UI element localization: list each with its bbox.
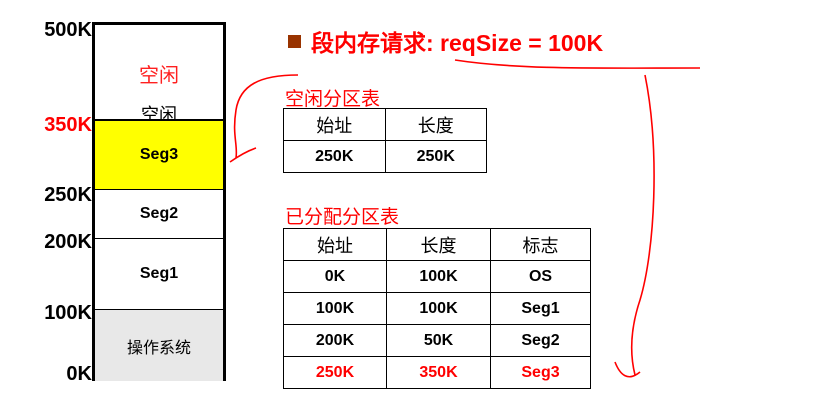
memory-diagram: 空闲 空闲 Seg3 Seg2 Seg1 操作系统	[92, 22, 226, 381]
cell: 100K	[283, 292, 387, 325]
cell: OS	[490, 260, 591, 293]
segment-os: 操作系统	[95, 309, 223, 381]
free-table-label: 空闲分区表	[285, 89, 381, 110]
annotation-stroke	[614, 74, 655, 378]
header-cell: 长度	[386, 228, 491, 261]
cell: Seg2	[490, 324, 591, 357]
cell: 250K	[384, 140, 487, 173]
header-cell: 始址	[283, 108, 386, 141]
segment-seg3: Seg3	[95, 119, 223, 189]
axis-label-100k: 100K	[44, 302, 92, 324]
cell: 250K	[283, 140, 386, 173]
cell: Seg3	[490, 356, 591, 389]
header-cell: 标志	[490, 228, 591, 261]
cell: 250K	[283, 356, 387, 389]
axis-label-0k: 0K	[66, 363, 92, 385]
axis-label-250k: 250K	[44, 184, 92, 206]
free-label-overlay: 空闲	[141, 105, 177, 119]
cell: 350K	[386, 356, 491, 389]
cell: 100K	[386, 260, 491, 293]
cell: Seg1	[490, 292, 591, 325]
free-label: 空闲	[139, 65, 179, 87]
axis-label-200k: 200K	[44, 231, 92, 253]
alloc-table-label: 已分配分区表	[285, 207, 400, 228]
axis-label-500k: 500K	[44, 19, 92, 41]
annotation-stroke	[454, 59, 701, 69]
page-title: 段内存请求: reqSize = 100K	[288, 24, 603, 58]
title-text: 段内存请求: reqSize = 100K	[311, 30, 604, 56]
segment-seg2: Seg2	[95, 189, 223, 238]
annotation-stroke	[229, 74, 299, 163]
bullet-icon	[288, 34, 301, 48]
segment-seg1: Seg1	[95, 238, 223, 309]
axis-label-350k: 350K	[44, 114, 92, 136]
header-cell: 长度	[384, 108, 487, 141]
